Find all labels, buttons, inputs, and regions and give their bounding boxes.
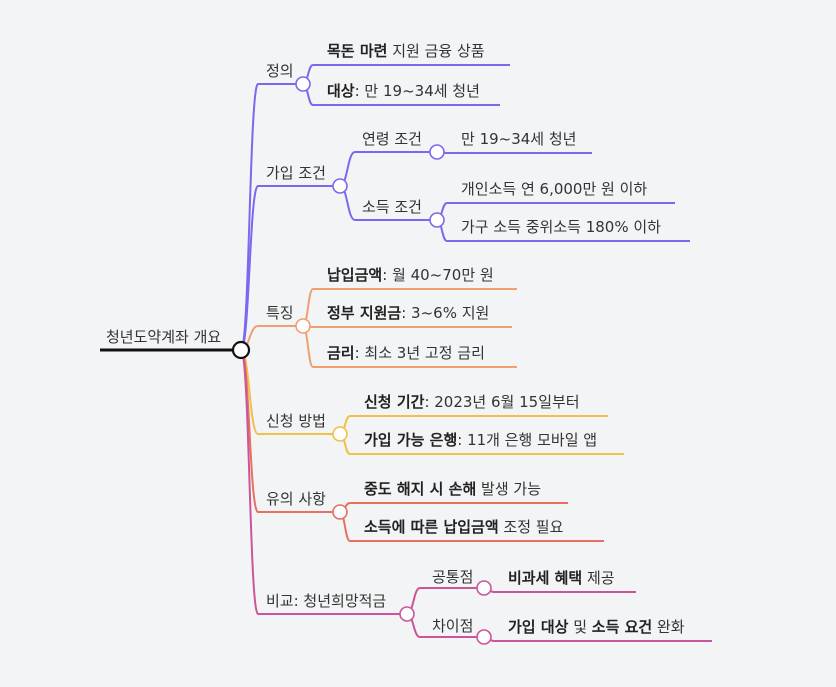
leaf-label: 납입금액: 월 40~70만 원 bbox=[327, 266, 494, 284]
branch-label-caution: 유의 사항 bbox=[266, 490, 326, 508]
leaf-label: 목돈 마련 지원 금융 상품 bbox=[327, 42, 485, 60]
branch-label-apply: 신청 방법 bbox=[266, 412, 326, 430]
branch-node-toggle-apply[interactable] bbox=[332, 426, 348, 442]
branch-label-features: 특징 bbox=[266, 304, 294, 322]
leaf-keyword: 중도 해지 시 손해 bbox=[364, 480, 476, 498]
leaf-text: 및 bbox=[568, 618, 591, 636]
leaf-keyword: 가입 대상 bbox=[508, 618, 569, 636]
branch-label-compare: 비교: 청년희망적금 bbox=[266, 592, 386, 610]
leaf-text: : 만 19~34세 청년 bbox=[355, 82, 480, 100]
sub-label: 공통점 bbox=[432, 568, 473, 586]
leaf-text: 개인소득 연 6,000만 원 이하 bbox=[461, 180, 647, 198]
leaf-keyword: 목돈 마련 bbox=[327, 42, 387, 60]
leaf-label: 가입 가능 은행: 11개 은행 모바일 앱 bbox=[364, 431, 597, 449]
leaf-label: 소득에 따른 납입금액 조정 필요 bbox=[364, 518, 564, 536]
leaf-label: 대상: 만 19~34세 청년 bbox=[327, 82, 480, 100]
leaf-text: 발생 가능 bbox=[476, 480, 541, 498]
leaf-text: 조정 필요 bbox=[499, 518, 564, 536]
root-node-toggle[interactable] bbox=[231, 340, 251, 360]
leaf-keyword: 비과세 혜택 bbox=[508, 569, 582, 587]
leaf-keyword: 정부 지원금 bbox=[327, 304, 401, 322]
leaf-keyword: 금리 bbox=[327, 344, 355, 362]
sub-node-toggle[interactable] bbox=[429, 144, 445, 160]
leaf-label: 정부 지원금: 3~6% 지원 bbox=[327, 304, 489, 322]
sub-node-toggle[interactable] bbox=[476, 629, 492, 645]
leaf-keyword: 대상 bbox=[327, 82, 355, 100]
sub-label: 차이점 bbox=[432, 617, 473, 635]
leaf-text: : 3~6% 지원 bbox=[401, 304, 489, 322]
leaf-text: : 월 40~70만 원 bbox=[382, 266, 494, 284]
branch-node-toggle-features[interactable] bbox=[295, 318, 311, 334]
branch-node-toggle-eligibility[interactable] bbox=[332, 178, 348, 194]
leaf-label: 비과세 혜택 제공 bbox=[508, 569, 615, 587]
sub-label: 소득 조건 bbox=[362, 198, 422, 216]
sub-node-toggle[interactable] bbox=[429, 212, 445, 228]
leaf-text: 지원 금융 상품 bbox=[387, 42, 484, 60]
leaf-text: 만 19~34세 청년 bbox=[461, 130, 576, 148]
leaf-text: 제공 bbox=[582, 569, 614, 587]
leaf-text: : 11개 은행 모바일 앱 bbox=[457, 431, 597, 449]
root-label: 청년도약계좌 개요 bbox=[106, 328, 221, 346]
branch-label-definition: 정의 bbox=[266, 62, 294, 80]
leaf-text: 가구 소득 중위소득 180% 이하 bbox=[461, 218, 661, 236]
branch-connector-definition bbox=[240, 83, 259, 351]
leaf-label: 중도 해지 시 손해 발생 가능 bbox=[364, 480, 541, 498]
leaf-label: 가입 대상 및 소득 요건 완화 bbox=[508, 618, 685, 636]
leaf-text: : 2023년 6월 15일부터 bbox=[424, 393, 579, 411]
leaf-keyword: 신청 기간 bbox=[364, 393, 425, 411]
leaf-label: 만 19~34세 청년 bbox=[461, 130, 576, 148]
branch-connector-compare bbox=[240, 349, 259, 615]
leaf-text: 완화 bbox=[652, 618, 685, 636]
branch-node-toggle-definition[interactable] bbox=[295, 76, 311, 92]
leaf-keyword: 소득에 따른 납입금액 bbox=[364, 518, 499, 536]
leaf-keyword: 소득 요건 bbox=[592, 618, 652, 636]
branch-label-eligibility: 가입 조건 bbox=[266, 164, 326, 182]
leaf-text: : 최소 3년 고정 금리 bbox=[355, 344, 485, 362]
sub-node-toggle[interactable] bbox=[476, 580, 492, 596]
branch-node-toggle-caution[interactable] bbox=[332, 504, 348, 520]
leaf-label: 가구 소득 중위소득 180% 이하 bbox=[461, 218, 661, 236]
leaf-keyword: 납입금액 bbox=[327, 266, 382, 284]
branch-node-toggle-compare[interactable] bbox=[399, 606, 415, 622]
leaf-label: 금리: 최소 3년 고정 금리 bbox=[327, 344, 485, 362]
sub-label: 연령 조건 bbox=[362, 130, 422, 148]
leaf-label: 신청 기간: 2023년 6월 15일부터 bbox=[364, 393, 580, 411]
leaf-keyword: 가입 가능 은행 bbox=[364, 431, 457, 449]
leaf-label: 개인소득 연 6,000만 원 이하 bbox=[461, 180, 647, 198]
